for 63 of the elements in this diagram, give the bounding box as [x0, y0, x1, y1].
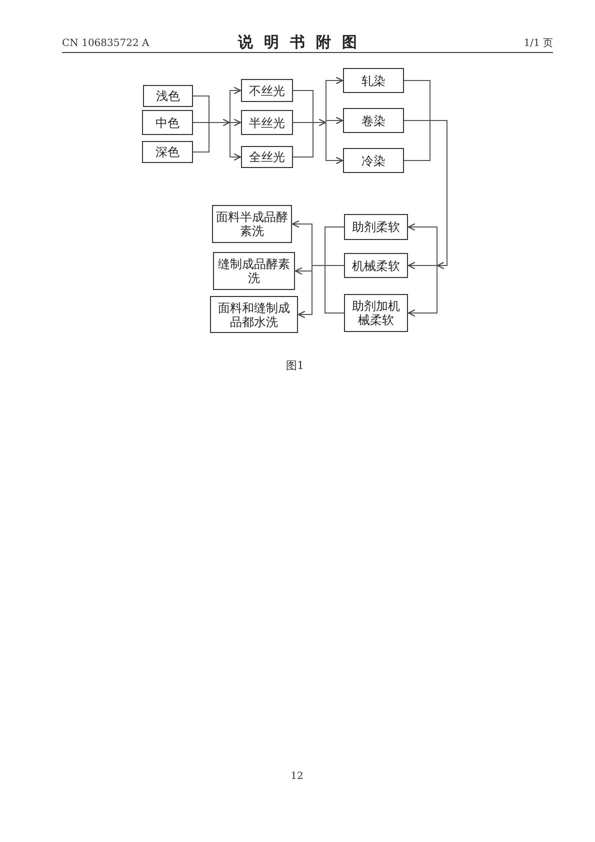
step-label: 助剂柔软 [352, 220, 400, 234]
process-box [343, 108, 404, 133]
step-label: 机械柔软 [352, 258, 400, 272]
step-label: 深色 [156, 145, 180, 159]
process-box [213, 252, 295, 290]
connector-arrow [298, 265, 312, 318]
connector-arrow [208, 119, 230, 126]
connector-line [404, 120, 430, 161]
connector-arrow [408, 265, 438, 316]
connector-line [192, 122, 210, 152]
step-label: 不丝光 [249, 84, 285, 98]
connector-line [292, 90, 314, 123]
connector-arrow [326, 122, 344, 164]
connector-arrow [408, 262, 438, 269]
step-label: 中色 [156, 116, 180, 130]
connector-arrow [430, 120, 448, 269]
connector-arrow [230, 122, 242, 160]
process-box [143, 85, 193, 107]
page-title: 说明书附图 [236, 33, 368, 51]
step-label: 助剂加机械柔软 [351, 299, 401, 327]
step-label: 缝制成品酵素洗 [218, 257, 290, 285]
process-box [343, 68, 404, 93]
step-label: 轧染 [362, 74, 386, 88]
connector-arrow [326, 117, 344, 124]
process-box [241, 146, 293, 168]
process-box [212, 205, 292, 243]
process-box [142, 141, 193, 163]
connector-arrow [294, 265, 312, 274]
connector-arrow [326, 77, 344, 123]
connector-line [292, 122, 314, 123]
page-number: 12 [290, 771, 304, 783]
connector-line [324, 265, 344, 266]
process-box [142, 110, 193, 135]
step-label: 面料和缝制成品都水洗 [218, 300, 290, 328]
process-box [344, 253, 408, 278]
connector-arrow [292, 220, 312, 266]
step-label: 全丝光 [249, 150, 285, 164]
connector-line [324, 265, 344, 314]
step-label: 半丝光 [249, 116, 285, 130]
process-box [344, 294, 408, 332]
connector-line [404, 120, 430, 121]
connector-line [292, 122, 314, 158]
step-label: 面料半成品酵素洗 [216, 210, 288, 238]
header-note: CN 106835722 A [62, 38, 150, 50]
connector-line [192, 122, 210, 123]
process-box [343, 148, 404, 173]
process-box [241, 79, 293, 102]
step-label: 浅色 [156, 89, 180, 103]
connector-line [324, 226, 344, 266]
connector-line [192, 96, 210, 123]
process-box [344, 214, 408, 240]
connector-arrow [230, 87, 242, 123]
connector-arrow [408, 224, 438, 266]
connector-arrow [230, 119, 242, 126]
header-note: 1/1 页 [524, 38, 553, 50]
process-box [210, 296, 298, 333]
step-label: 冷染 [362, 154, 386, 168]
connector-line [312, 265, 326, 266]
connector-arrow [312, 119, 326, 126]
connector-line [404, 80, 430, 121]
step-label: 卷染 [362, 114, 386, 128]
process-box [241, 110, 293, 135]
figure-caption: 图1 [286, 359, 304, 373]
